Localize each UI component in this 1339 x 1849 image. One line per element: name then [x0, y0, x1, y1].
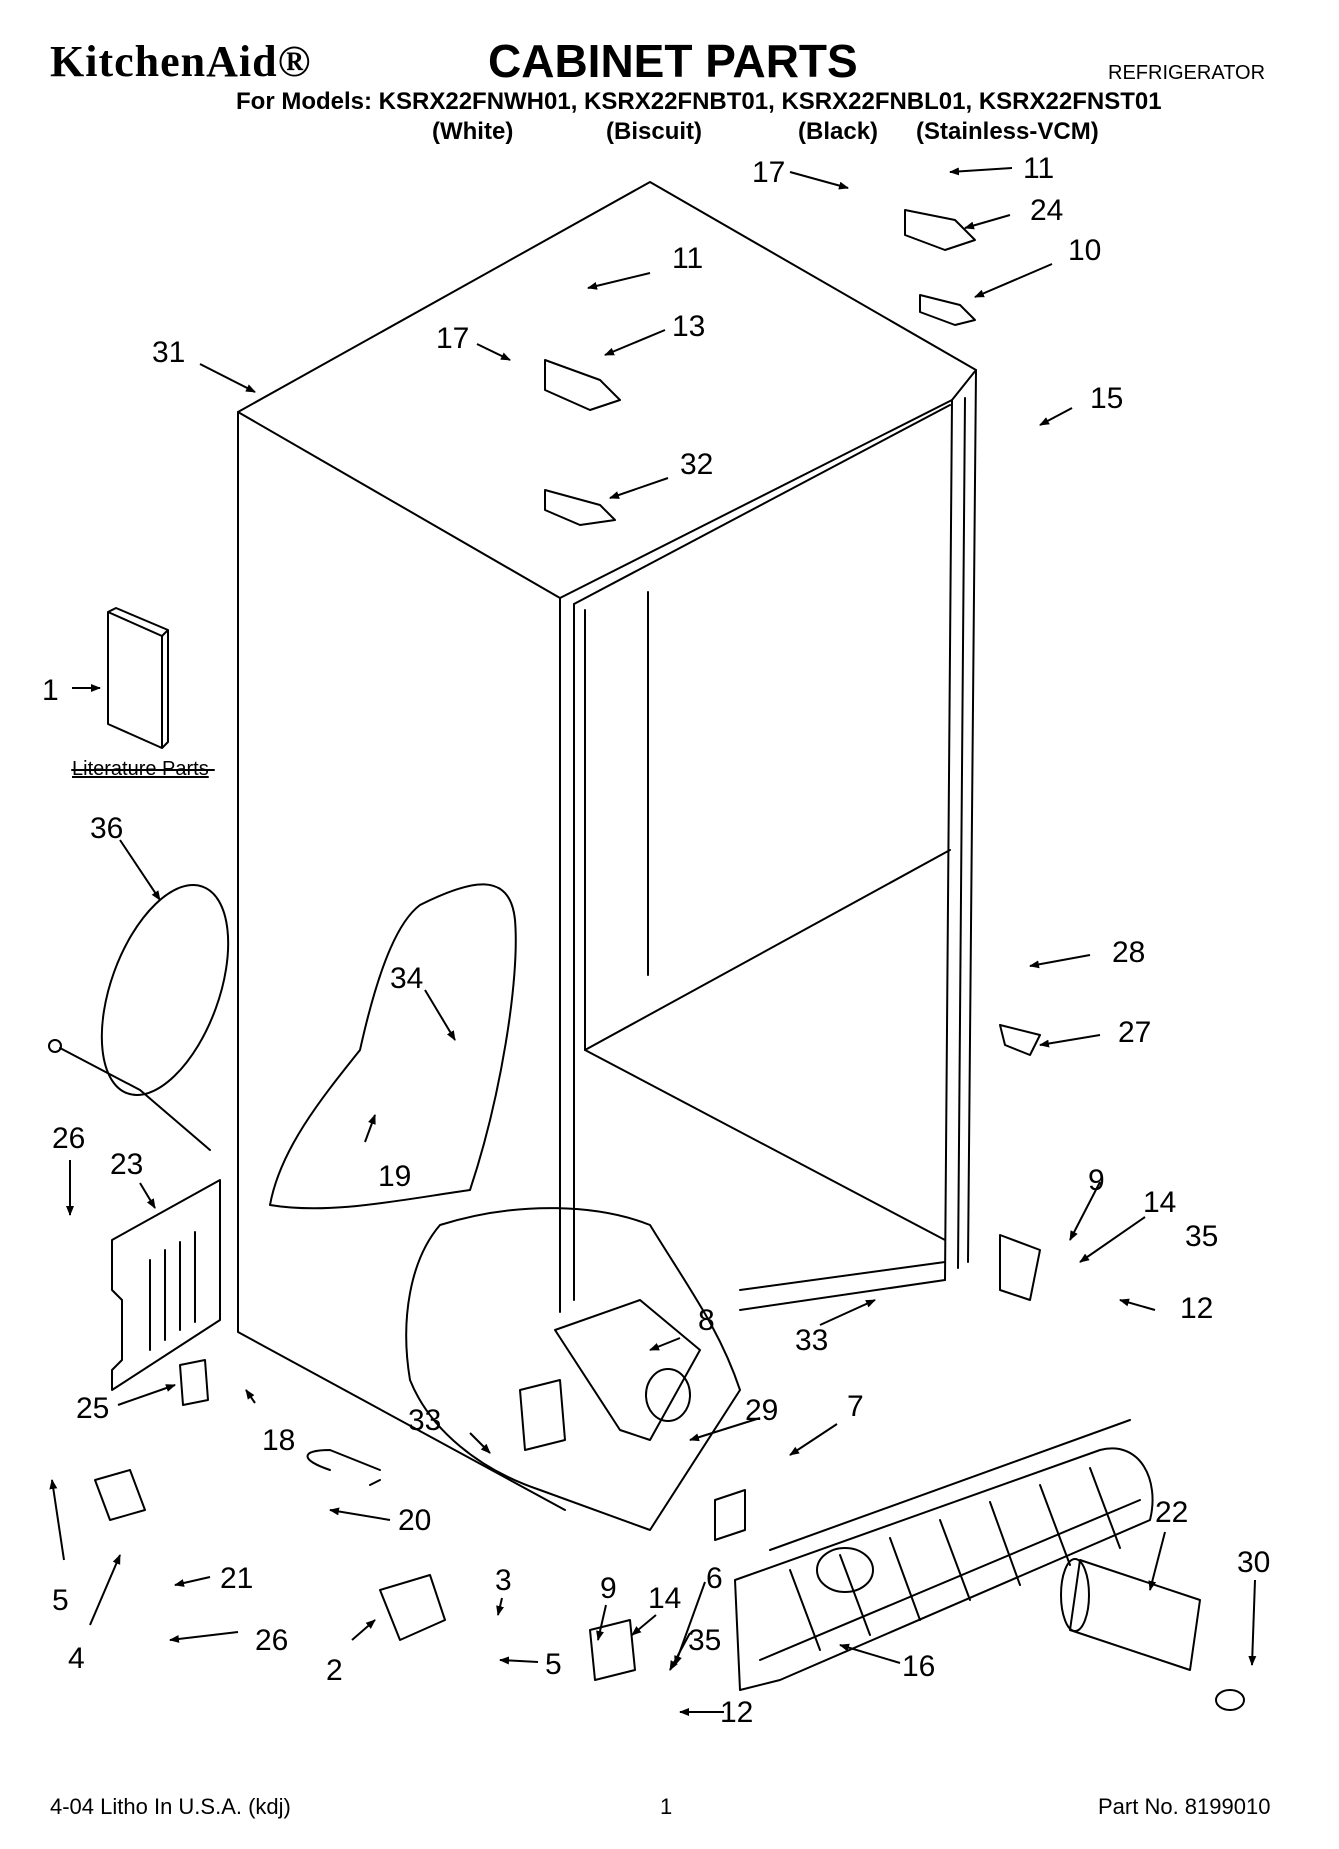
callout-23: 23: [110, 1148, 143, 1181]
cutaway-left: [269, 883, 517, 1210]
callout-12: 12: [720, 1696, 753, 1729]
callout-6: 6: [706, 1562, 723, 1595]
callout-2: 2: [326, 1654, 343, 1687]
model-color-stainless: (Stainless-VCM): [916, 118, 1099, 145]
callout-36: 36: [90, 812, 123, 845]
callout-3: 3: [495, 1564, 512, 1597]
callout-19: 19: [378, 1160, 411, 1193]
callout-11: 11: [672, 242, 703, 275]
model-color-black: (Black): [798, 118, 879, 145]
callout-28: 28: [1112, 936, 1145, 969]
callout-5: 5: [52, 1584, 69, 1617]
callout-24: 24: [1030, 194, 1063, 227]
model-color-white: (White): [432, 118, 514, 145]
callout-33: 33: [408, 1404, 441, 1437]
callout-4: 4: [68, 1642, 85, 1675]
callout-35: 35: [1185, 1220, 1218, 1253]
callout-7: 7: [847, 1390, 864, 1423]
callout-33: 33: [795, 1324, 828, 1357]
callout-14: 14: [1143, 1186, 1176, 1219]
cutaway-bottom: [405, 1207, 741, 1531]
callout-16: 16: [902, 1650, 935, 1683]
callout-12: 12: [1180, 1292, 1213, 1325]
callout-18: 18: [262, 1424, 295, 1457]
callout-17: 17: [436, 322, 469, 355]
callout-35: 35: [688, 1624, 721, 1657]
models-line: For Models: KSRX22FNWH01, KSRX22FNBT01, …: [236, 88, 1162, 115]
callout-9: 9: [1088, 1164, 1105, 1197]
model-color-biscuit: (Biscuit): [606, 118, 702, 145]
callout-15: 15: [1090, 382, 1123, 415]
power-cord-coil: [100, 883, 230, 1097]
callout-10: 10: [1068, 234, 1101, 267]
callout-31: 31: [152, 336, 185, 369]
callout-8: 8: [698, 1304, 715, 1337]
callout-34: 34: [390, 962, 423, 995]
cabinet-outline: [237, 181, 977, 599]
footer-page-number: 1: [660, 1794, 673, 1819]
callout-25: 25: [76, 1392, 109, 1425]
footer-part-number: Part No. 8199010: [1098, 1794, 1271, 1819]
callout-11: 11: [1023, 152, 1054, 185]
water-filter: [1069, 1559, 1201, 1671]
front-grille: [734, 1447, 1154, 1691]
footer-print-info: 4-04 Litho In U.S.A. (kdj): [50, 1794, 291, 1819]
category-label: REFRIGERATOR: [1108, 62, 1266, 84]
callout-21: 21: [220, 1562, 253, 1595]
callout-9: 9: [600, 1572, 617, 1605]
callout-14: 14: [648, 1582, 681, 1615]
callout-20: 20: [398, 1504, 431, 1537]
callout-17: 17: [752, 156, 785, 189]
callout-29: 29: [745, 1394, 778, 1427]
callout-5: 5: [545, 1648, 562, 1681]
callout-1: 1: [42, 674, 59, 707]
brand-logo: KitchenAid®: [50, 37, 312, 86]
callout-13: 13: [672, 310, 705, 343]
literature-book: [107, 607, 169, 749]
callout-30: 30: [1237, 1546, 1270, 1579]
callout-32: 32: [680, 448, 713, 481]
literature-parts-label: Literature Parts: [72, 758, 209, 780]
callout-26: 26: [255, 1624, 288, 1657]
callout-26: 26: [52, 1122, 85, 1155]
left-grille: [111, 1179, 221, 1391]
callout-27: 27: [1118, 1016, 1151, 1049]
page-title: CABINET PARTS: [488, 35, 858, 87]
callout-22: 22: [1155, 1496, 1188, 1529]
